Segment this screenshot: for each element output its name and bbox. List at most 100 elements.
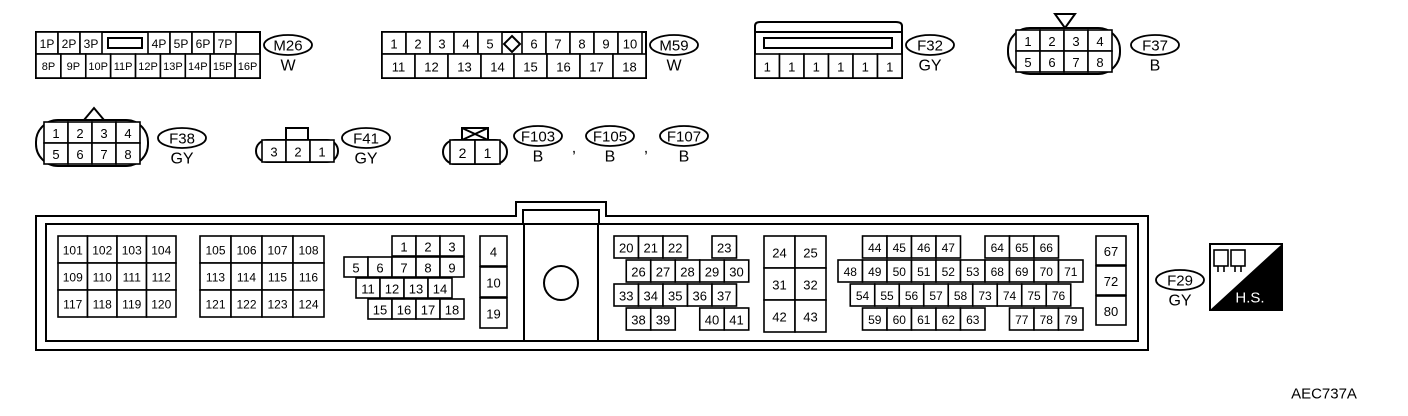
pin-label: 7 bbox=[1072, 55, 1079, 70]
pin-label: 54 bbox=[856, 289, 870, 303]
pin-label: 8 bbox=[578, 37, 585, 52]
pin-cell bbox=[876, 53, 903, 79]
pin-label: 8 bbox=[1096, 55, 1103, 70]
pin-label: 112 bbox=[152, 271, 171, 285]
pin-cell bbox=[116, 289, 148, 318]
connector-id-tag bbox=[263, 34, 313, 56]
pin-label: 11P bbox=[114, 61, 133, 73]
pin-label: 21 bbox=[644, 241, 658, 256]
pin-label: 19 bbox=[486, 307, 500, 322]
pin-cell bbox=[479, 297, 508, 329]
pin-label: 30 bbox=[729, 265, 743, 280]
pin-label: 53 bbox=[966, 265, 980, 279]
pin-label: 1 bbox=[390, 37, 397, 52]
pin-label: 50 bbox=[893, 265, 907, 279]
pin-label: 4 bbox=[124, 126, 131, 141]
pin-cell bbox=[649, 307, 677, 331]
pin-cell bbox=[763, 235, 796, 269]
pin-cell bbox=[209, 53, 236, 79]
pin-label: 123 bbox=[267, 298, 287, 312]
pin-label: 23 bbox=[717, 241, 731, 256]
pin-label: 12 bbox=[385, 282, 399, 297]
wire-color: W bbox=[666, 58, 682, 75]
pin-label: 13 bbox=[409, 282, 423, 297]
pin-label: 78 bbox=[1040, 313, 1054, 327]
key-marker bbox=[502, 34, 522, 54]
pin-cell bbox=[754, 53, 781, 79]
pin-cell bbox=[662, 235, 689, 259]
pin-label: 14P bbox=[188, 61, 208, 73]
pin-cell bbox=[763, 299, 796, 333]
pin-cell bbox=[723, 307, 750, 331]
pin-label: 12 bbox=[424, 60, 438, 75]
connector-id-tag bbox=[659, 125, 709, 147]
hs-label: H.S. bbox=[1235, 290, 1264, 307]
pin-cell bbox=[439, 256, 465, 278]
pin-label: 109 bbox=[63, 271, 83, 285]
pin-label: 104 bbox=[151, 244, 171, 258]
pin-label: 101 bbox=[63, 244, 83, 258]
pin-cell bbox=[447, 53, 482, 79]
pin-label: 5P bbox=[174, 37, 189, 51]
pin-cell bbox=[479, 235, 508, 267]
pin-label: 5 bbox=[52, 147, 59, 162]
pin-label: 15 bbox=[373, 303, 387, 318]
pin-cell bbox=[292, 289, 325, 318]
pin-label: 70 bbox=[1040, 265, 1054, 279]
pin-label: 57 bbox=[929, 289, 943, 303]
pin-cell bbox=[261, 235, 294, 264]
pin-label: 11 bbox=[361, 282, 375, 297]
pin-label: 115 bbox=[268, 271, 287, 285]
pin-cell bbox=[234, 53, 261, 79]
plug-prongs bbox=[1217, 266, 1242, 272]
pin-label: 5 bbox=[352, 261, 359, 276]
pin-label: 60 bbox=[893, 313, 907, 327]
pin-cell bbox=[474, 139, 501, 165]
pin-label: 28 bbox=[680, 265, 694, 280]
key-cross bbox=[461, 127, 489, 141]
wire-color: GY bbox=[354, 151, 377, 168]
pin-label: 22 bbox=[668, 241, 682, 256]
pin-cell bbox=[84, 53, 112, 79]
pin-label: 11 bbox=[392, 60, 406, 75]
pin-label: 34 bbox=[644, 289, 658, 304]
pin-label: 114 bbox=[237, 271, 256, 285]
pin-label: 63 bbox=[966, 313, 980, 327]
pin-cell bbox=[449, 139, 476, 165]
pin-cell bbox=[439, 235, 465, 257]
plug-shape bbox=[1230, 249, 1246, 267]
connector-id: F103 bbox=[521, 129, 555, 146]
hs-shade bbox=[1210, 244, 1282, 310]
pin-label: 111 bbox=[123, 271, 142, 285]
pin-cell bbox=[292, 262, 325, 291]
pin-label: 5 bbox=[486, 37, 493, 52]
pin-label: 1 bbox=[400, 240, 407, 255]
pin-label: 9 bbox=[602, 37, 609, 52]
pin-label: 68 bbox=[991, 265, 1005, 279]
pin-label: 6 bbox=[1048, 55, 1055, 70]
pin-label: 8P bbox=[42, 61, 55, 73]
pin-label: 45 bbox=[893, 241, 907, 255]
pin-label: 25 bbox=[803, 246, 817, 261]
latch bbox=[107, 37, 143, 49]
pin-cell bbox=[60, 53, 87, 79]
pin-label: 2 bbox=[459, 145, 467, 161]
pin-label: 4P bbox=[152, 37, 167, 51]
connector-id: F105 bbox=[593, 129, 627, 146]
pin-label: 32 bbox=[803, 278, 817, 293]
pin-label: 24 bbox=[772, 246, 786, 261]
pin-cell bbox=[381, 53, 416, 79]
pin-label: 6 bbox=[530, 37, 537, 52]
pin-label: 10 bbox=[623, 37, 637, 52]
pin-label: 124 bbox=[298, 298, 318, 312]
pin-label: 29 bbox=[705, 265, 719, 280]
pin-label: 1 bbox=[813, 60, 820, 75]
pin-label: 69 bbox=[1015, 265, 1029, 279]
pin-label: 33 bbox=[619, 289, 633, 304]
pin-label: 102 bbox=[92, 244, 112, 258]
pin-label: 1P bbox=[40, 37, 55, 51]
connector-id: F37 bbox=[1142, 38, 1168, 55]
pin-cell bbox=[852, 53, 879, 79]
pin-label: 37 bbox=[717, 289, 731, 304]
